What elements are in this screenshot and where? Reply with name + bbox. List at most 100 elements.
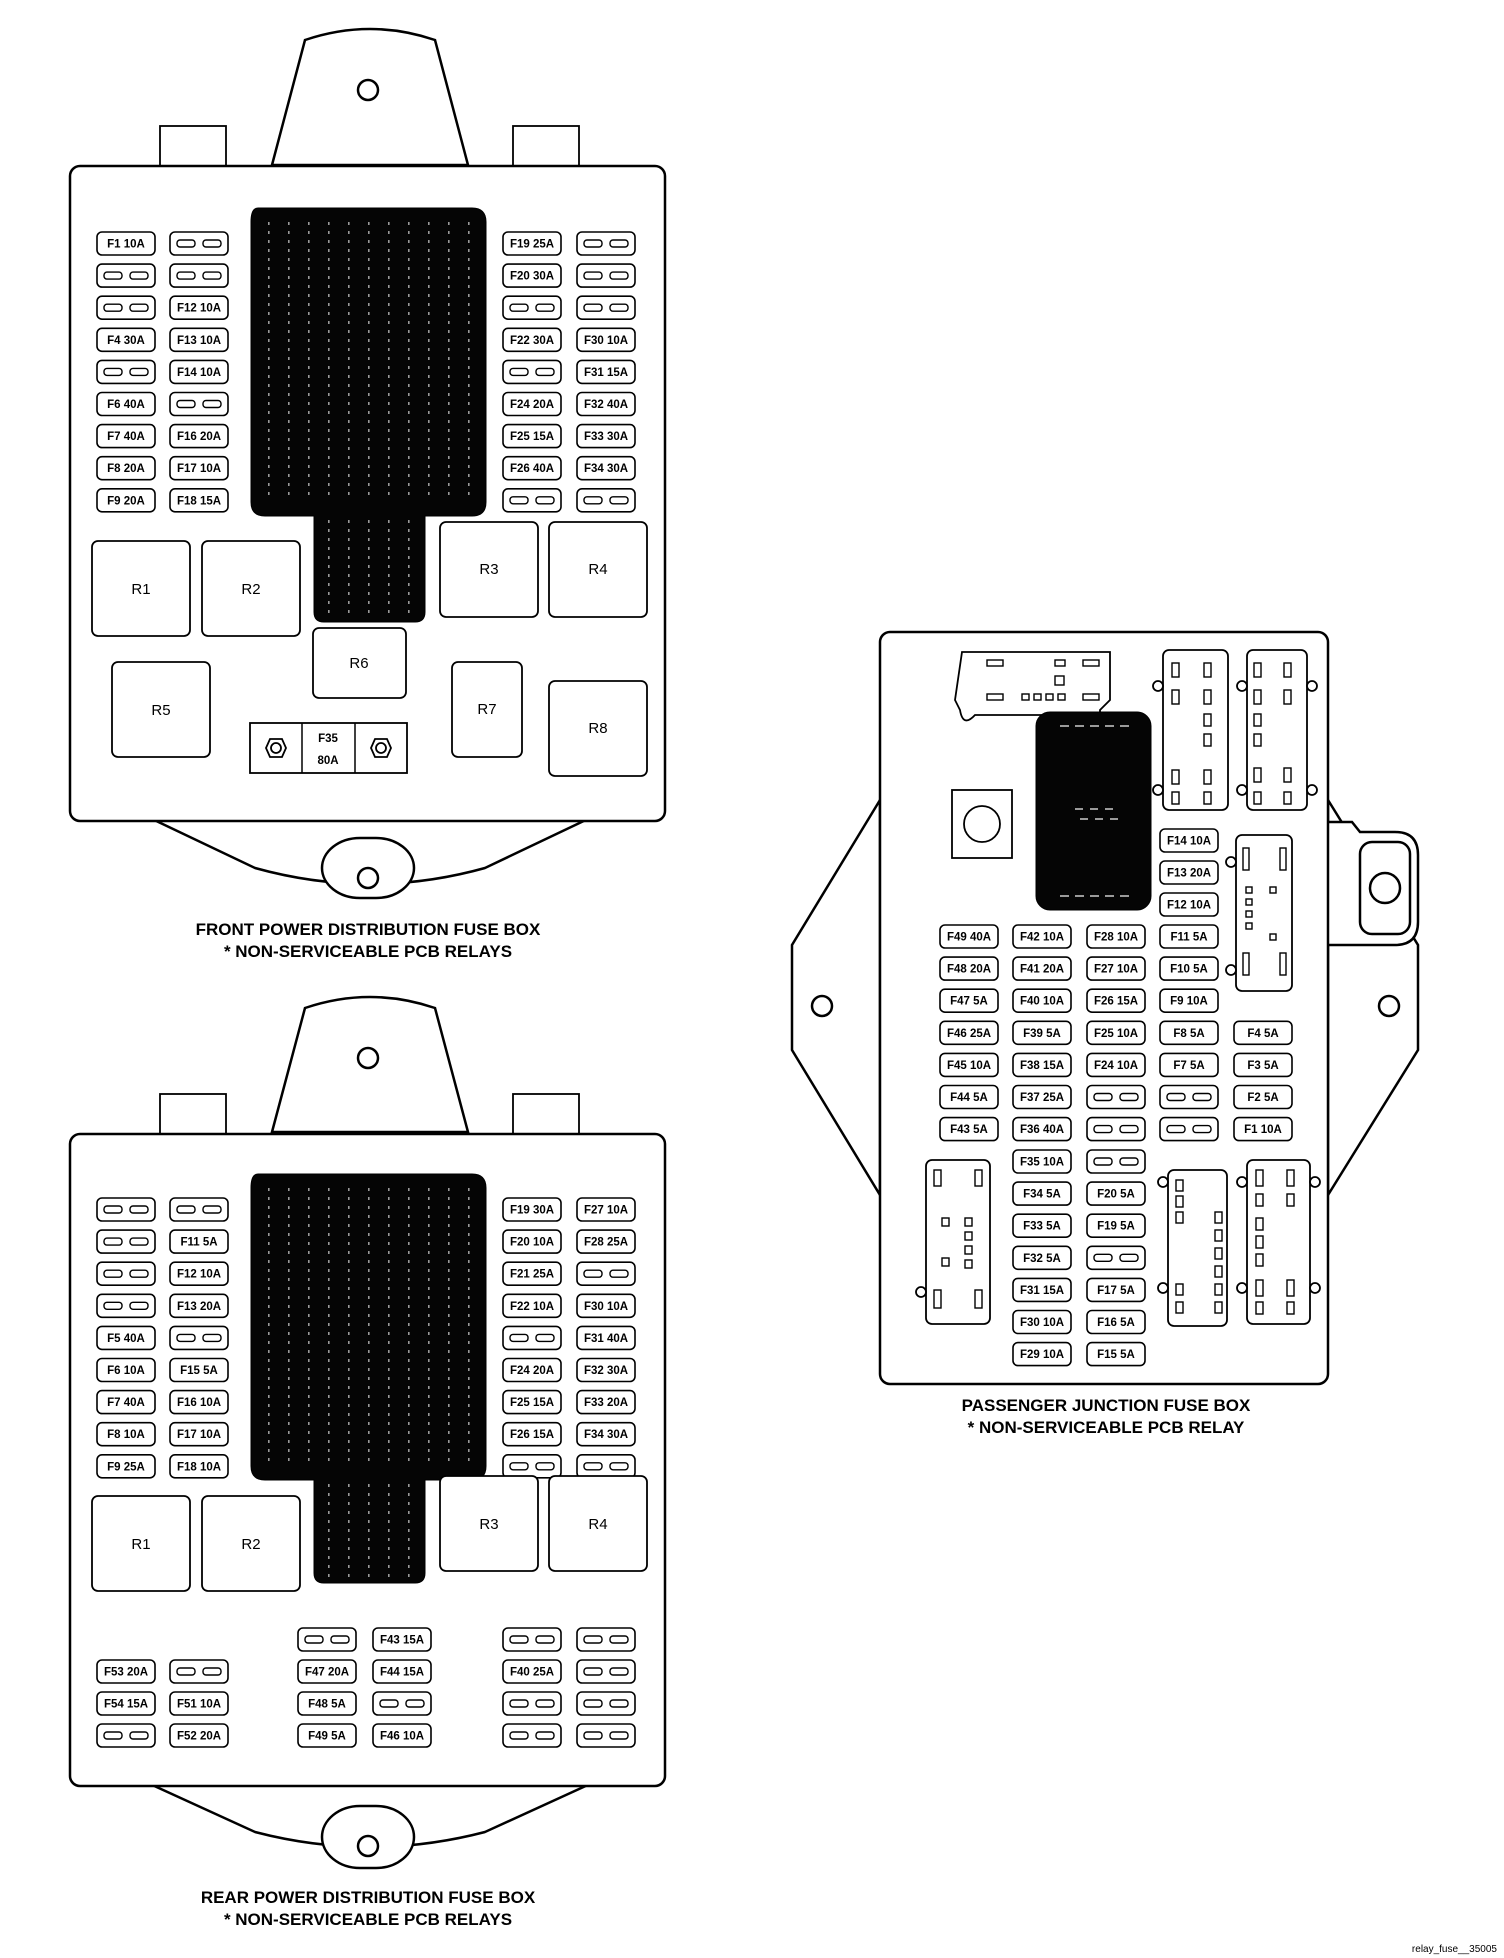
rear-fuse-f26-15a[interactable]: F26 15A — [502, 1421, 562, 1447]
rear-fuse-f21-25a[interactable]: F21 25A — [502, 1261, 562, 1286]
passenger-fuse-f43-5a[interactable]: F43 5A — [939, 1116, 999, 1142]
passenger-fuse-f13-20a[interactable]: F13 20A — [1159, 860, 1219, 885]
rear-empty-fuse-slot-35[interactable] — [502, 1454, 562, 1479]
front-relay-r6[interactable] — [312, 627, 407, 699]
rear-fuse-f51-10a[interactable]: F51 10A — [169, 1691, 229, 1716]
rear-empty-fuse-slot-5[interactable] — [96, 1229, 156, 1254]
rear-fuse-f6-10a[interactable]: F6 10A — [96, 1357, 156, 1383]
front-relay-r8[interactable] — [548, 680, 648, 777]
rear-fuse-f12-10a[interactable]: F12 10A — [169, 1261, 229, 1286]
front-empty-fuse-slot-2[interactable] — [169, 231, 229, 256]
rear-fuse-f15-5a[interactable]: F15 5A — [169, 1357, 229, 1383]
rear-empty-fuse-slot-12[interactable] — [576, 1261, 636, 1286]
passenger-fuse-f49-40a[interactable]: F49 40A — [939, 924, 999, 949]
rear-empty-fuse-slot-54[interactable] — [576, 1659, 636, 1684]
passenger-fuse-f9-10a[interactable]: F9 10A — [1159, 988, 1219, 1014]
rear-fuse-f44-15a[interactable]: F44 15A — [372, 1659, 432, 1684]
passenger-fuse-f10-5a[interactable]: F10 5A — [1159, 956, 1219, 981]
passenger-fuse-f48-20a[interactable]: F48 20A — [939, 956, 999, 981]
rear-relay-r2[interactable] — [201, 1495, 301, 1592]
rear-fuse-f32-30a[interactable]: F32 30A — [576, 1357, 636, 1383]
passenger-fuse-f16-5a[interactable]: F16 5A — [1086, 1309, 1146, 1335]
passenger-fuse-f31-15a[interactable]: F31 15A — [1012, 1277, 1072, 1303]
passenger-fuse-f46-25a[interactable]: F46 25A — [939, 1020, 999, 1046]
rear-fuse-f30-10a[interactable]: F30 10A — [576, 1293, 636, 1319]
rear-empty-fuse-slot-48[interactable] — [372, 1691, 432, 1716]
passenger-fuse-f2-5a[interactable]: F2 5A — [1233, 1084, 1293, 1110]
passenger-fuse-f25-10a[interactable]: F25 10A — [1086, 1020, 1146, 1046]
front-empty-fuse-slot-36[interactable] — [576, 487, 636, 513]
rear-fuse-f5-40a[interactable]: F5 40A — [96, 1325, 156, 1351]
passenger-fuse-f14-10a[interactable]: F14 10A — [1159, 828, 1219, 853]
passenger-fuse-f37-25a[interactable]: F37 25A — [1012, 1084, 1072, 1110]
rear-relay-r3[interactable] — [439, 1475, 539, 1572]
passenger-fuse-f1-10a[interactable]: F1 10A — [1233, 1116, 1293, 1142]
front-empty-fuse-slot-12[interactable] — [576, 295, 636, 321]
rear-empty-fuse-slot-43[interactable] — [297, 1627, 357, 1652]
passenger-fuse-f36-40a[interactable]: F36 40A — [1012, 1116, 1072, 1142]
rear-empty-fuse-slot-51[interactable] — [502, 1627, 562, 1652]
rear-empty-fuse-slot-18[interactable] — [169, 1325, 229, 1351]
rear-fuse-f34-30a[interactable]: F34 30A — [576, 1421, 636, 1447]
front-fuse-f24-20a[interactable]: F24 20A — [502, 391, 562, 417]
rear-empty-fuse-slot-1[interactable] — [96, 1197, 156, 1222]
rear-fuse-f17-10a[interactable]: F17 10A — [169, 1421, 229, 1447]
passenger-fuse-f39-5a[interactable]: F39 5A — [1012, 1020, 1072, 1046]
rear-fuse-f13-20a[interactable]: F13 20A — [169, 1293, 229, 1319]
front-fuse-f1-10a[interactable]: F1 10A — [96, 231, 156, 256]
front-fuse-f22-30a[interactable]: F22 30A — [502, 327, 562, 353]
passenger-fuse-f15-5a[interactable]: F15 5A — [1086, 1341, 1146, 1367]
rear-fuse-f22-10a[interactable]: F22 10A — [502, 1293, 562, 1319]
rear-fuse-f24-20a[interactable]: F24 20A — [502, 1357, 562, 1383]
rear-fuse-f49-5a[interactable]: F49 5A — [297, 1723, 357, 1748]
rear-empty-fuse-slot-2[interactable] — [169, 1197, 229, 1222]
rear-fuse-f11-5a[interactable]: F11 5A — [169, 1229, 229, 1254]
passenger-fuse-f7-5a[interactable]: F7 5A — [1159, 1052, 1219, 1078]
rear-empty-fuse-slot-19[interactable] — [502, 1325, 562, 1351]
rear-fuse-f20-10a[interactable]: F20 10A — [502, 1229, 562, 1254]
front-fuse-f20-30a[interactable]: F20 30A — [502, 263, 562, 288]
rear-fuse-f7-40a[interactable]: F7 40A — [96, 1389, 156, 1415]
passenger-fuse-f29-10a[interactable]: F29 10A — [1012, 1341, 1072, 1367]
passenger-fuse-f24-10a[interactable]: F24 10A — [1086, 1052, 1146, 1078]
passenger-fuse-f44-5a[interactable]: F44 5A — [939, 1084, 999, 1110]
front-fuse-f4-30a[interactable]: F4 30A — [96, 327, 156, 353]
front-fuse-f26-40a[interactable]: F26 40A — [502, 455, 562, 481]
front-fuse-f19-25a[interactable]: F19 25A — [502, 231, 562, 256]
front-fuse-f12-10a[interactable]: F12 10A — [169, 295, 229, 321]
rear-fuse-f47-20a[interactable]: F47 20A — [297, 1659, 357, 1684]
front-fuse-f13-10a[interactable]: F13 10A — [169, 327, 229, 353]
front-fuse-f18-15a[interactable]: F18 15A — [169, 487, 229, 513]
rear-fuse-f40-25a[interactable]: F40 25A — [502, 1659, 562, 1684]
passenger-empty-fuse-slot-28[interactable] — [1086, 1084, 1146, 1110]
front-relay-r5[interactable] — [111, 661, 211, 758]
passenger-fuse-f34-5a[interactable]: F34 5A — [1012, 1181, 1072, 1206]
passenger-fuse-f3-5a[interactable]: F3 5A — [1233, 1052, 1293, 1078]
front-empty-fuse-slot-17[interactable] — [96, 359, 156, 385]
rear-empty-fuse-slot-13[interactable] — [96, 1293, 156, 1319]
front-relay-r4[interactable] — [548, 521, 648, 618]
front-fuse-f30-10a[interactable]: F30 10A — [576, 327, 636, 353]
passenger-fuse-f12-10a[interactable]: F12 10A — [1159, 892, 1219, 917]
passenger-fuse-f45-10a[interactable]: F45 10A — [939, 1052, 999, 1078]
rear-empty-fuse-slot-38[interactable] — [169, 1659, 229, 1684]
passenger-fuse-f33-5a[interactable]: F33 5A — [1012, 1213, 1072, 1238]
passenger-fuse-f32-5a[interactable]: F32 5A — [1012, 1245, 1072, 1271]
rear-fuse-f16-10a[interactable]: F16 10A — [169, 1389, 229, 1415]
rear-empty-fuse-slot-57[interactable] — [502, 1723, 562, 1748]
rear-empty-fuse-slot-9[interactable] — [96, 1261, 156, 1286]
front-fuse-f25-15a[interactable]: F25 15A — [502, 423, 562, 449]
front-relay-r2[interactable] — [201, 540, 301, 637]
passenger-empty-fuse-slot-37[interactable] — [1086, 1149, 1146, 1174]
passenger-fuse-f30-10a[interactable]: F30 10A — [1012, 1309, 1072, 1335]
passenger-fuse-f19-5a[interactable]: F19 5A — [1086, 1213, 1146, 1238]
rear-fuse-f54-15a[interactable]: F54 15A — [96, 1691, 156, 1716]
passenger-empty-fuse-slot-29[interactable] — [1159, 1084, 1219, 1110]
front-empty-fuse-slot-9[interactable] — [96, 295, 156, 321]
rear-empty-fuse-slot-55[interactable] — [502, 1691, 562, 1716]
front-fuse-f17-10a[interactable]: F17 10A — [169, 455, 229, 481]
rear-fuse-f19-30a[interactable]: F19 30A — [502, 1197, 562, 1222]
front-relay-r7[interactable] — [451, 661, 523, 758]
front-empty-fuse-slot-5[interactable] — [96, 263, 156, 288]
rear-fuse-f52-20a[interactable]: F52 20A — [169, 1723, 229, 1748]
